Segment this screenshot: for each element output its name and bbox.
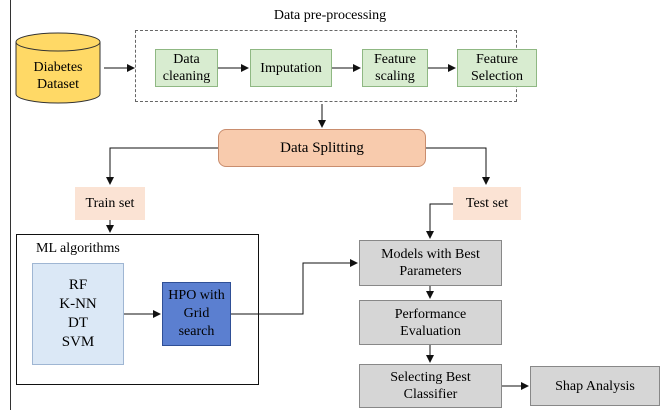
performance-evaluation-box: Performance Evaluation — [359, 300, 502, 345]
arrow-hpo-to-best-params — [231, 259, 358, 315]
preprocessing-title: Data pre-processing — [273, 7, 387, 23]
data-splitting-box: Data Splitting — [218, 129, 426, 167]
arrow-splitting-to-test — [426, 147, 490, 185]
ml-algorithms-title: ML algorithms — [36, 241, 120, 256]
arrow-test-to-best-params — [426, 203, 453, 239]
dataset-label: Diabetes Dataset — [33, 60, 83, 92]
step-imputation: Imputation — [250, 49, 332, 87]
hpo-grid-search-box: HPO with Grid search — [162, 282, 231, 346]
outer-frame-line — [10, 0, 11, 410]
best-parameters-box: Models with Best Parameters — [359, 240, 502, 286]
step-feature-selection: Feature Selection — [457, 49, 537, 87]
selecting-best-classifier-box: Selecting Best Classifier — [359, 364, 502, 408]
step-data-cleaning: Data cleaning — [155, 49, 218, 87]
train-set-box: Train set — [75, 187, 145, 220]
test-set-box: Test set — [453, 187, 521, 220]
dataset-cylinder: Diabetes Dataset — [12, 32, 104, 106]
arrow-splitting-to-train — [106, 147, 218, 185]
shap-analysis-box: Shap Analysis — [530, 366, 660, 406]
algorithms-list: RF K-NN DT SVM — [32, 263, 124, 365]
step-feature-scaling: Feature scaling — [362, 49, 428, 87]
ml-algorithms-group — [16, 234, 259, 385]
database-icon — [15, 32, 101, 104]
